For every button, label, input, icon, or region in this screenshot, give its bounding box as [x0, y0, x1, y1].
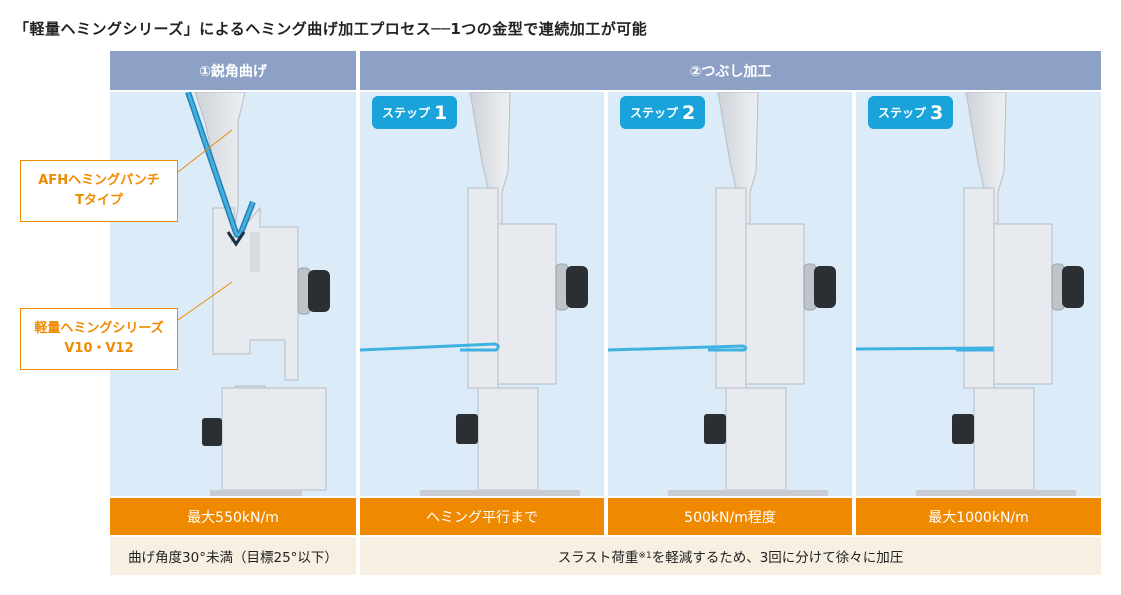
step-2-die-illustration [608, 92, 836, 496]
step-badge-number: 3 [930, 101, 944, 124]
note-footnote-marker: ※1 [638, 551, 652, 561]
callout-hemming-punch: AFHヘミングパンチ Tタイプ [20, 160, 178, 222]
step-badge-label: ステップ [630, 106, 679, 120]
step-1-badge: ステップ 1 [372, 96, 458, 129]
section-header-acute-bending: ①鋭角曲げ [110, 51, 356, 90]
page-title: 「軽量ヘミングシリーズ」によるヘミング曲げ加工プロセス──1つの金型で連続加工が… [14, 20, 648, 38]
load-bar-acute: 最大550kN/m [110, 498, 356, 535]
load-bar-step-2: 500kN/m程度 [608, 498, 852, 535]
panel-step-1 [360, 92, 604, 496]
panel-acute-bending [110, 92, 356, 496]
load-bar-step-3: 最大1000kN/m [856, 498, 1101, 535]
note-flattening-after: を軽減するため、3回に分けて徐々に加圧 [651, 550, 904, 566]
callout-series-line2: V10・V12 [64, 341, 134, 356]
panel-step-2 [608, 92, 852, 496]
step-3-die-illustration [856, 92, 1084, 496]
callout-hemming-series: 軽量ヘミングシリーズ V10・V12 [20, 308, 178, 370]
callout-punch-line1: AFHヘミングパンチ [38, 173, 160, 188]
step-badge-number: 2 [682, 101, 696, 124]
note-acute-bending: 曲げ角度30°未満（目標25°以下） [110, 537, 356, 575]
callout-punch-line2: Tタイプ [75, 193, 123, 208]
step-badge-label: ステップ [382, 106, 431, 120]
section-header-flattening: ②つぶし加工 [360, 51, 1101, 90]
step-badge-number: 1 [434, 101, 448, 124]
note-flattening-before: スラスト荷重 [557, 550, 639, 566]
step-badge-label: ステップ [878, 106, 927, 120]
load-bar-step-1: ヘミング平行まで [360, 498, 604, 535]
callout-series-line1: 軽量ヘミングシリーズ [34, 321, 164, 336]
acute-bending-die-illustration [185, 92, 330, 496]
step-3-badge: ステップ 3 [868, 96, 954, 129]
panel-step-3 [856, 92, 1101, 496]
step-2-badge: ステップ 2 [620, 96, 706, 129]
step-1-die-illustration [360, 92, 588, 496]
